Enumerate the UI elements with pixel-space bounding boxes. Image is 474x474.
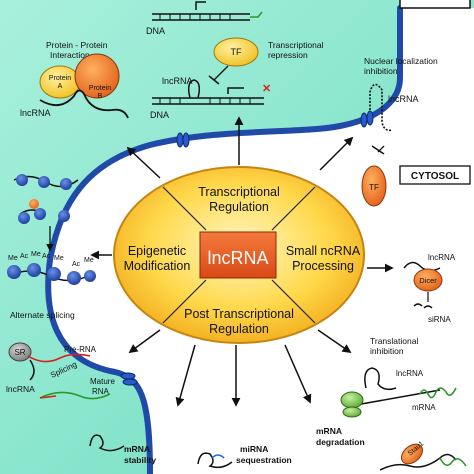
pre-rna-label: Pre-RNA — [64, 345, 97, 354]
mrna-stability-label-1: mRNA — [124, 444, 150, 454]
nuclear-envelope — [45, 5, 403, 474]
central-hub: lncRNA Transcriptional Regulation Epigen… — [113, 166, 365, 344]
tf-top-label: TF — [231, 47, 242, 57]
mature-rna-label-1: Mature — [90, 377, 115, 386]
lncrna-top-label: lncRNA — [162, 76, 193, 86]
dicer-protein — [413, 268, 443, 292]
epi-mark-7: Me — [84, 257, 94, 264]
cytosol-box — [399, 165, 471, 185]
nuclear-localization-label-1: Nuclear localization — [364, 56, 438, 66]
quadrant-right-2: Processing — [292, 259, 354, 273]
sr-label: SR — [14, 348, 25, 357]
transcriptional-repression-label-2: repression — [268, 50, 308, 60]
quadrant-top-2: Regulation — [209, 200, 269, 214]
dicer-panel: lncRNA Dicer siRNA — [403, 253, 456, 324]
tf-protein-right — [361, 165, 387, 207]
nuclear-localization-label-2: inhibition — [364, 66, 398, 76]
alternate-splicing-title: Alternate splicing — [10, 310, 75, 320]
hub-arrows — [90, 116, 394, 407]
center-box — [199, 231, 277, 279]
quadrant-left-2: Modification — [124, 259, 191, 273]
center-title: lncRNA — [207, 248, 268, 268]
quadrant-left-1: Epigenetic — [128, 244, 186, 258]
dna-bottom-label: DNA — [150, 110, 169, 120]
lncrna-right-label: lncRNA — [388, 94, 419, 104]
translational-label-1: Translational — [370, 336, 418, 346]
quadrant-top-1: Transcriptional — [198, 185, 280, 199]
degradation-label-2: degradation — [316, 437, 365, 447]
protein-b-label-2: B — [98, 93, 103, 100]
sr-protein — [8, 342, 32, 362]
lncrna-bound-protein — [29, 199, 39, 209]
epi-mark-5: Me — [54, 255, 64, 262]
epi-mark-3: Me — [31, 251, 41, 258]
mrna-stability-rna — [89, 434, 125, 452]
protein-b-label-1: Protein — [89, 85, 111, 92]
mature-rna-label-2: RNA — [92, 387, 110, 396]
protein-a — [39, 65, 81, 99]
epi-mark-2: Ac — [20, 253, 29, 260]
epi-mark-4: Ac — [42, 253, 51, 260]
repression-x-icon: ✕ — [262, 83, 271, 95]
dicer-label: Dicer — [419, 276, 437, 285]
mature-rna-strand — [39, 391, 111, 400]
quadrant-bottom-1: Post Transcriptional — [184, 307, 294, 321]
protein-interaction-title-2: Interaction — [50, 50, 90, 60]
alternate-splicing-panel: Alternate splicing SR Pre-RNA lncRNA Spl… — [6, 310, 115, 400]
lncrna-protein-label: lncRNA — [20, 108, 51, 118]
lncrna-translational — [364, 367, 397, 391]
quadrant-bottom-2: Regulation — [209, 322, 269, 336]
lncrna-hairpin-right — [369, 83, 393, 132]
mirna-rna — [197, 452, 233, 469]
lncrna-dicer-label: lncRNA — [428, 253, 456, 262]
ribosome-small — [342, 406, 362, 418]
mirna-label-1: miRNA — [240, 444, 268, 454]
pre-rna-strand — [27, 353, 91, 363]
transcriptional-repression-label-1: Transcriptional — [268, 40, 324, 50]
top-right-box — [399, 0, 471, 9]
protein-a-label-2: A — [58, 83, 63, 90]
transcriptional-repression-panel: DNA TF Transcriptional repression lncRNA… — [146, 1, 324, 120]
mirna-label-2: sequestration — [236, 455, 292, 465]
lncrna-scaffold — [39, 89, 129, 119]
mrna-strand — [349, 389, 441, 407]
mrna-translational-label: mRNA — [412, 403, 436, 412]
degradation-rna — [379, 453, 457, 471]
degradation-label-1: mRNA — [316, 426, 342, 436]
protein-interaction-panel: Protein - Protein Interaction Protein A … — [20, 40, 129, 119]
epigenetic-panel: Me Ac Me Ac Me Ac Me — [7, 174, 96, 285]
stau1-protein — [400, 443, 424, 465]
lncrna-translational-label: lncRNA — [396, 369, 424, 378]
lncrna-hairpin-top — [187, 79, 201, 99]
lncrna-splicing-label: lncRNA — [6, 384, 35, 394]
tf-right-label: TF — [369, 183, 379, 192]
quadrant-right-1: Small ncRNA — [286, 244, 361, 258]
sirna-label: siRNA — [428, 315, 451, 324]
translational-label-2: inhibition — [370, 346, 404, 356]
tf-protein-top — [213, 37, 259, 67]
nuclear-pores — [120, 110, 374, 386]
lncrna-dicer-strand — [403, 261, 441, 272]
dna-top-label: DNA — [146, 26, 165, 36]
mrna-stability-label-2: stability — [124, 455, 156, 465]
nuclear-localization-panel: Nuclear localization inhibition lncRNA T… — [361, 56, 438, 207]
ribosome-large — [340, 391, 364, 409]
epi-mark-1: Me — [8, 255, 18, 262]
translational-panel: Translational inhibition lncRNA mRNA — [340, 336, 457, 418]
cytosol-label: CYTOSOL — [411, 171, 459, 182]
protein-b — [74, 53, 120, 99]
epi-mark-6: Ac — [72, 261, 81, 268]
protein-interaction-title-1: Protein - Protein — [46, 40, 108, 50]
protein-a-label-1: Protein — [49, 75, 71, 82]
bottom-row: mRNA stability miRNA sequestration mRNA … — [89, 426, 467, 471]
